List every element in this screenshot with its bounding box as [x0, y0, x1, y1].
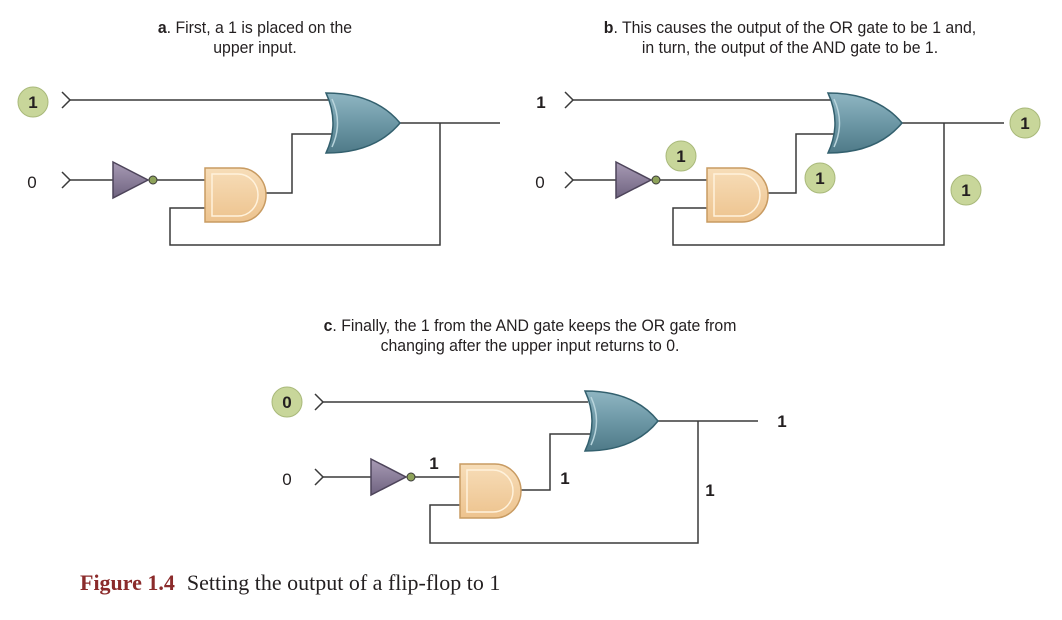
not-gate-bubble	[148, 175, 158, 185]
lower-input-value: 0	[282, 470, 291, 489]
highlight-circle	[804, 162, 836, 194]
or-gate	[324, 92, 401, 154]
caption-line: upper input.	[213, 38, 297, 57]
caption-letter: c	[323, 316, 333, 335]
or-gate-highlight	[590, 396, 598, 446]
and-gate-highlight	[466, 469, 514, 513]
and-output-value: 1	[815, 169, 824, 188]
highlight-circle	[665, 140, 697, 172]
upper-input-value: 1	[28, 93, 37, 112]
highlight-circle	[950, 174, 982, 206]
panel-a-circuit: 1 0	[17, 86, 500, 246]
or-gate-highlight	[331, 98, 339, 148]
highlight-circle	[271, 386, 303, 418]
and-gate-highlight	[713, 173, 761, 217]
not-gate	[615, 160, 653, 200]
wire-and-to-or	[262, 133, 332, 194]
upper-input-value: 1	[536, 93, 545, 112]
not-gate-bubble	[406, 472, 416, 482]
wire-and-to-or	[764, 133, 834, 194]
caption-letter: b	[603, 18, 614, 37]
caption-panel-b: b. This causes the output of the OR gate…	[548, 18, 1032, 58]
or-gate	[826, 92, 903, 154]
wire-feedback	[169, 123, 441, 246]
wire-feedback	[429, 421, 699, 544]
caption-panel-a: a. First, a 1 is placed on the upper inp…	[102, 18, 409, 58]
and-output-value: 1	[560, 469, 569, 488]
upper-input-value: 0	[282, 393, 291, 412]
or-gate	[583, 390, 659, 452]
lower-input-value: 0	[535, 173, 544, 192]
not-gate	[112, 160, 150, 200]
input-arrow-lower	[314, 468, 325, 486]
panel-b-circuit: 1 0 1 1 1 1	[535, 91, 1041, 246]
not-gate	[370, 457, 408, 497]
input-arrow-upper	[314, 393, 325, 411]
or-output-value: 1	[777, 412, 786, 431]
highlight-circle	[17, 86, 49, 118]
not-output-value: 1	[429, 454, 438, 473]
caption-line: . This causes the output of the OR gate …	[613, 18, 977, 37]
lower-input-value: 0	[27, 173, 36, 192]
and-gate-highlight	[211, 173, 259, 217]
or-gate-highlight	[833, 98, 841, 148]
panel-c-circuit: 0 0 1 1 1 1	[271, 386, 787, 544]
input-arrow-lower	[61, 171, 72, 189]
input-arrow-lower	[564, 171, 575, 189]
figure-caption-text: Setting the output of a flip-flop to 1	[186, 570, 501, 595]
highlight-circle	[1009, 107, 1041, 139]
feedback-value: 1	[705, 481, 714, 500]
not-output-value: 1	[676, 147, 685, 166]
and-gate	[459, 463, 522, 519]
input-arrow-upper	[61, 91, 72, 109]
not-gate-bubble	[651, 175, 661, 185]
caption-line: . Finally, the 1 from the AND gate keeps…	[332, 316, 737, 335]
and-gate	[204, 167, 267, 223]
caption-letter: a	[157, 18, 167, 37]
caption-line: changing after the upper input returns t…	[380, 336, 680, 355]
wire-feedback	[672, 123, 945, 246]
feedback-value: 1	[961, 181, 970, 200]
figure-caption: Figure 1.4 Setting the output of a flip-f…	[80, 570, 500, 596]
wire-and-to-or	[517, 433, 592, 491]
caption-line: in turn, the output of the AND gate to b…	[641, 38, 939, 57]
and-gate	[706, 167, 769, 223]
or-output-value: 1	[1020, 114, 1029, 133]
figure-label: Figure 1.4	[80, 570, 175, 595]
input-arrow-upper	[564, 91, 575, 109]
caption-line: . First, a 1 is placed on the	[166, 18, 353, 37]
caption-panel-c: c. Finally, the 1 from the AND gate keep…	[270, 316, 791, 356]
